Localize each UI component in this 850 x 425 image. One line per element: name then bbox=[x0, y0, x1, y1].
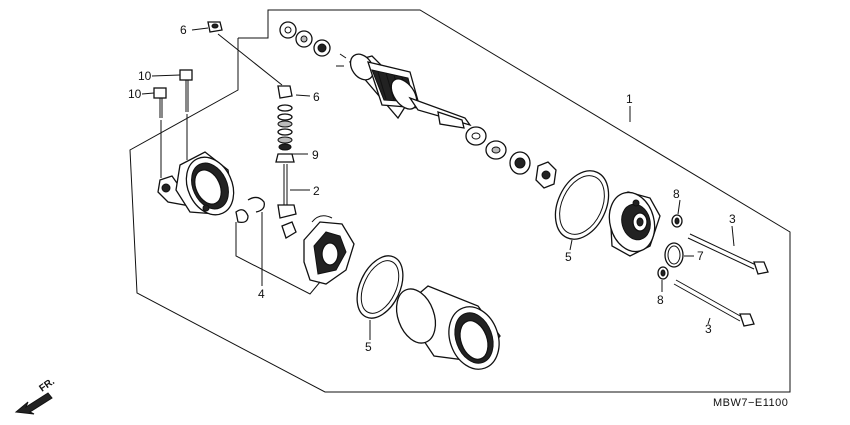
brush-holder-plate bbox=[281, 215, 355, 285]
nut-6-upper bbox=[207, 21, 223, 33]
callout-2: 2 bbox=[313, 184, 320, 198]
callout-8-upper: 8 bbox=[673, 187, 680, 201]
callout-8-lower: 8 bbox=[657, 293, 664, 307]
callout-1: 1 bbox=[626, 92, 633, 106]
washer-8-upper bbox=[671, 214, 683, 228]
rear-cover bbox=[157, 151, 235, 216]
bolt-10-upper bbox=[179, 69, 193, 112]
o-ring-front bbox=[554, 170, 610, 240]
front-direction-arrow-icon: FR. bbox=[14, 376, 57, 415]
callout-9: 9 bbox=[312, 148, 319, 162]
terminal-hardware-stack bbox=[275, 85, 297, 219]
armature-washers-front bbox=[465, 126, 557, 189]
callout-10-lower: 10 bbox=[128, 87, 142, 101]
callout-4: 4 bbox=[258, 287, 265, 301]
o-ring-7 bbox=[664, 242, 684, 268]
callout-5-rear: 5 bbox=[365, 340, 372, 354]
through-bolt-lower bbox=[673, 279, 755, 327]
callout-6-upper: 6 bbox=[180, 23, 187, 37]
motor-yoke bbox=[395, 285, 501, 370]
armature-washers-rear bbox=[279, 21, 331, 57]
diagram-code: MBW7−E1100 bbox=[713, 397, 788, 409]
armature bbox=[336, 53, 472, 129]
callout-3-lower: 3 bbox=[705, 322, 712, 336]
bolt-10-lower bbox=[153, 87, 167, 118]
assembly-outline bbox=[129, 9, 791, 393]
callout-6-lower: 6 bbox=[313, 90, 320, 104]
front-cover bbox=[608, 191, 661, 257]
callout-7: 7 bbox=[697, 249, 704, 263]
brush-springs bbox=[235, 196, 265, 224]
callout-5-front: 5 bbox=[565, 250, 572, 264]
through-bolt-upper bbox=[687, 233, 769, 275]
direction-label: FR. bbox=[37, 376, 57, 394]
callout-10-upper: 10 bbox=[138, 69, 152, 83]
callout-3-upper: 3 bbox=[729, 212, 736, 226]
washer-8-lower bbox=[657, 266, 669, 280]
o-ring-rear bbox=[356, 255, 404, 319]
leader-lines bbox=[141, 27, 735, 340]
